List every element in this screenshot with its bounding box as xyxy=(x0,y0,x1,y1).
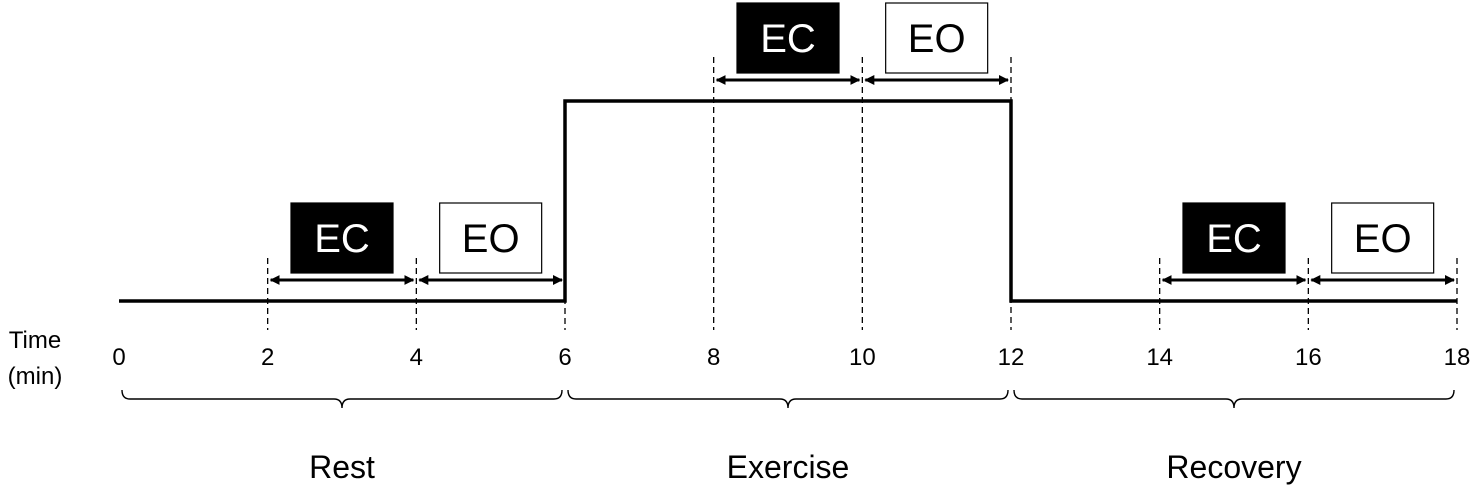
phase-brace xyxy=(1013,389,1455,409)
eyes-open-box xyxy=(885,2,989,74)
window-label: EO xyxy=(908,17,966,61)
tick-label: 0 xyxy=(112,344,125,371)
tick-label: 4 xyxy=(410,344,423,371)
axis-label-time: Time xyxy=(9,327,61,354)
protocol-level-line xyxy=(119,99,1457,303)
tick-label: 18 xyxy=(1444,344,1471,371)
time-axis: Time (min) 0 2 4 6 8 10 12 14 16 18 xyxy=(8,327,1471,390)
phase-label: Exercise xyxy=(727,449,850,485)
window-label: EO xyxy=(462,217,520,261)
axis-label-unit: (min) xyxy=(8,363,63,390)
eyes-open-box xyxy=(1331,202,1435,274)
tick-label: 8 xyxy=(707,344,720,371)
window-label: EO xyxy=(1354,217,1412,261)
tick-label: 2 xyxy=(261,344,274,371)
phase-brace xyxy=(567,389,1009,409)
eyes-closed-box xyxy=(736,2,840,74)
tick-label: 10 xyxy=(849,344,876,371)
phase-groups: Rest Exercise Recovery xyxy=(121,389,1455,485)
measurement-windows: EC EO EC EO EC EO xyxy=(269,2,1455,285)
eyes-closed-box xyxy=(1182,202,1286,274)
phase-label: Recovery xyxy=(1166,449,1301,485)
eyes-closed-box xyxy=(290,202,394,274)
phase-brace xyxy=(121,389,563,409)
tick-label: 14 xyxy=(1146,344,1173,371)
tick-label: 16 xyxy=(1295,344,1322,371)
tick-label: 12 xyxy=(998,344,1025,371)
window-label: EC xyxy=(760,17,816,61)
tick-label: 6 xyxy=(558,344,571,371)
window-label: EC xyxy=(1206,217,1262,261)
window-label: EC xyxy=(314,217,370,261)
window-boundary-lines xyxy=(267,57,1458,330)
eyes-open-box xyxy=(439,202,543,274)
phase-label: Rest xyxy=(309,449,375,485)
